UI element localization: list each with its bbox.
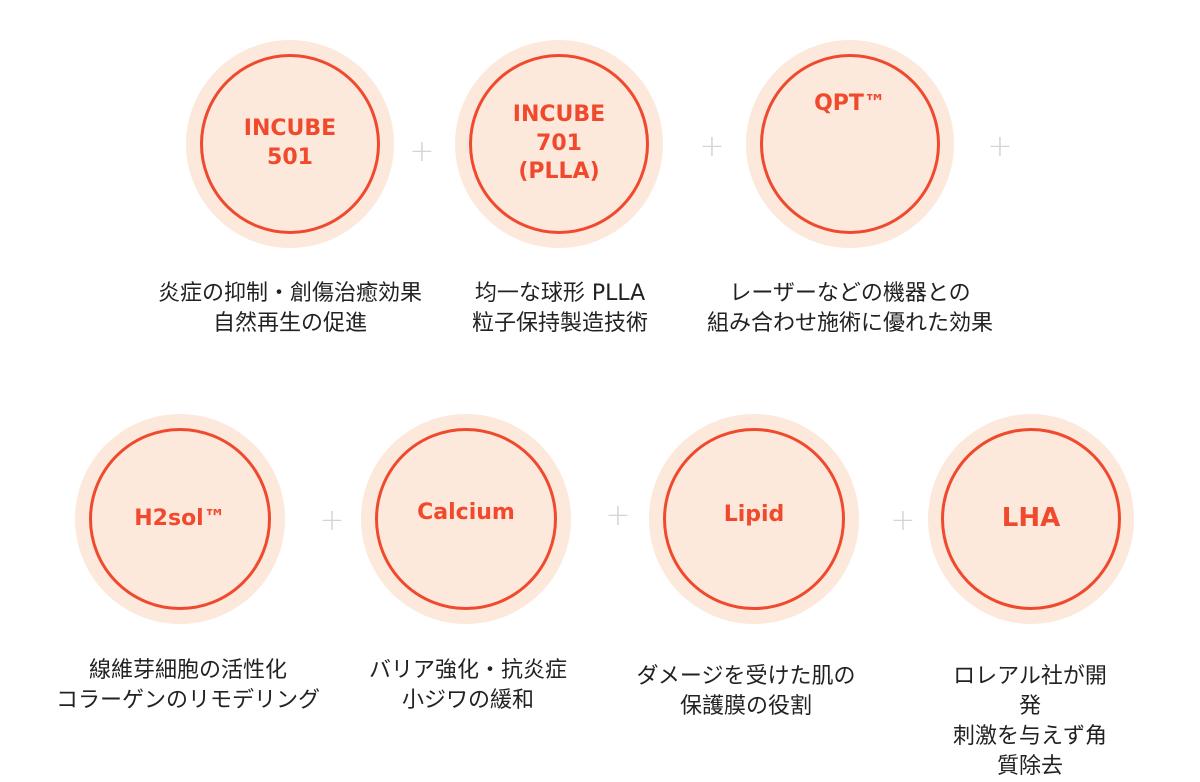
circle-lipid: Lipid [649, 414, 859, 624]
description-calcium: バリア強化・抗炎症 小ジワの緩和 [368, 658, 568, 713]
plus-symbol: + [890, 503, 916, 538]
circle-incube-501: INCUBE 501 [186, 40, 394, 248]
plus-symbol: + [319, 503, 345, 538]
description-lha: ロレアル社が開発 刺激を与えず角質除去 [952, 664, 1107, 779]
plus-symbol: + [987, 129, 1013, 164]
description-incube-701: 均一な球形 PLLA 粒子保持製造技術 [471, 281, 649, 336]
circle-label-lha: LHA [1001, 503, 1061, 534]
description-incube-501: 炎症の抑制・創傷治癒効果 自然再生の促進 [157, 281, 423, 336]
circle-ring: H2sol™ [89, 428, 271, 610]
circle-label-h2sol: H2sol™ [134, 505, 226, 531]
circle-label-qpt: QPT™ [814, 90, 886, 116]
plus-symbol: + [605, 498, 631, 533]
circle-label-calcium: Calcium [417, 499, 515, 525]
description-lipid: ダメージを受けた肌の 保護膜の役割 [636, 664, 856, 719]
plus-symbol: + [409, 134, 435, 169]
description-h2sol: 線維芽細胞の活性化 コラーゲンのリモデリング [55, 658, 321, 713]
circle-ring: INCUBE 501 [200, 54, 380, 234]
circle-ring: Lipid [663, 428, 845, 610]
circle-lha: LHA [928, 414, 1134, 624]
circle-h2sol: H2sol™ [75, 414, 285, 624]
circle-calcium: Calcium [361, 414, 571, 624]
circle-label-incube-501: INCUBE 501 [243, 116, 337, 170]
circle-label-incube-701: INCUBE 701 (PLLA) [512, 102, 606, 185]
circle-ring: QPT™ [760, 54, 940, 234]
circle-ring: INCUBE 701 (PLLA) [469, 54, 649, 234]
circle-incube-701: INCUBE 701 (PLLA) [455, 40, 663, 248]
circle-label-lipid: Lipid [723, 501, 785, 527]
plus-symbol: + [699, 129, 725, 164]
circle-ring: LHA [941, 428, 1121, 610]
circle-ring: Calcium [375, 428, 557, 610]
circle-qpt: QPT™ [746, 40, 954, 248]
description-qpt: レーザーなどの機器との 組み合わせ施術に優れた効果 [706, 281, 994, 336]
